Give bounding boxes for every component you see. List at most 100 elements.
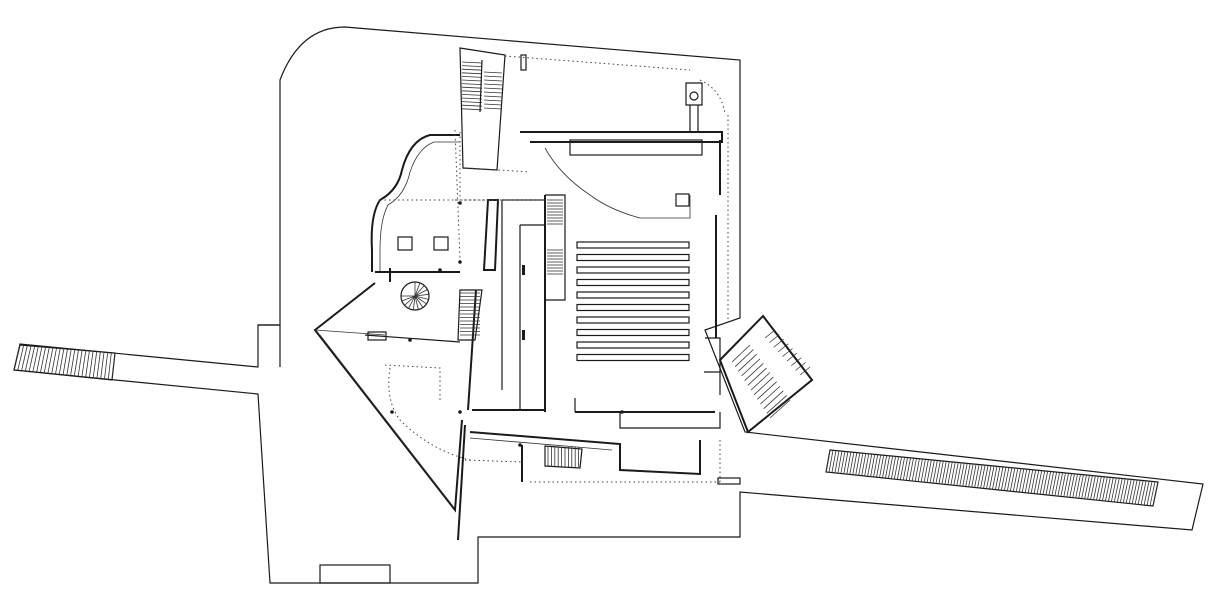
hatch-line <box>1140 480 1147 505</box>
hatch-line <box>744 363 764 381</box>
pew <box>576 316 690 324</box>
hatch-line <box>1087 475 1093 500</box>
column-dots <box>390 201 624 447</box>
hatch-line <box>870 454 876 477</box>
hatch-line <box>747 367 767 386</box>
hatch-line <box>846 451 852 475</box>
hatch-line <box>404 295 416 306</box>
north-marker <box>520 54 527 71</box>
hatch-line <box>412 295 416 310</box>
hatch-line <box>769 334 780 343</box>
hatch-line <box>461 97 483 100</box>
east-stair-treads <box>731 329 811 419</box>
hatch-line <box>962 463 968 487</box>
hatch-line <box>1099 476 1105 501</box>
hatch-line <box>1119 478 1126 503</box>
hatch-line <box>861 453 867 476</box>
hall-east-wall <box>715 140 721 338</box>
hatch-line <box>731 344 751 363</box>
hatch-line <box>1131 479 1138 504</box>
hatch-line <box>17 345 25 371</box>
hatch-line <box>959 463 965 486</box>
hatch-line <box>479 59 483 113</box>
hatch-line <box>24 345 32 372</box>
hatch-line <box>13 344 21 371</box>
hatch-line <box>938 460 944 484</box>
hatch-line <box>950 462 956 486</box>
hatch-line <box>1084 475 1090 499</box>
column-dot <box>620 410 624 414</box>
hatch-line <box>1018 468 1025 493</box>
hatch-line <box>888 456 894 479</box>
hatch-line <box>885 455 891 479</box>
hatch-line <box>891 456 896 479</box>
hatch-line <box>899 457 905 480</box>
hatch-line <box>932 460 938 484</box>
hatch-line <box>992 466 998 490</box>
north-stair-treads <box>461 59 503 113</box>
west-wing-edge <box>457 424 466 541</box>
hatch-line <box>753 376 774 395</box>
hatch-line <box>944 461 950 485</box>
south-stair-outline <box>544 445 583 469</box>
hatch-line <box>876 454 882 478</box>
site-notch <box>258 324 281 367</box>
hatch-line <box>1000 467 1007 491</box>
hatch-line <box>483 103 503 106</box>
hatch-line <box>873 454 879 478</box>
pew <box>576 253 690 262</box>
hatch-line <box>461 83 483 85</box>
hatch-line <box>929 460 935 483</box>
hatch-line <box>461 72 483 75</box>
pew <box>576 341 690 349</box>
dotted-outline-east <box>530 115 729 483</box>
hatch-line <box>855 452 861 476</box>
hatch-line <box>893 456 899 480</box>
dotted-outline-north <box>455 55 691 201</box>
hatch-line <box>483 95 503 98</box>
hatch-line <box>1134 480 1141 505</box>
hatch-line <box>760 385 781 405</box>
hatch-line <box>1057 472 1063 497</box>
hatch-line <box>905 457 911 481</box>
ne-dotted-curve <box>699 79 726 116</box>
hatch-line <box>757 381 777 400</box>
hatch-line <box>956 462 962 486</box>
hatch-line <box>1149 481 1156 506</box>
hatch-line <box>1069 473 1075 498</box>
ne-tower-stem <box>689 105 699 132</box>
north-stair-outline <box>459 47 506 171</box>
south-hall-link <box>574 398 721 429</box>
hatch-line <box>483 71 503 74</box>
hatch-line <box>902 457 908 481</box>
hatch-line <box>414 295 429 300</box>
column-dot <box>390 410 394 414</box>
pew <box>576 241 690 249</box>
hatch-line <box>738 353 757 372</box>
hatch-line <box>1012 468 1019 492</box>
hatch-line <box>750 372 771 391</box>
west-ramp-outline <box>13 344 116 381</box>
hatch-line <box>1116 478 1123 503</box>
east-ramp <box>825 449 1159 507</box>
column-dot <box>518 443 522 447</box>
hatch-line <box>414 289 428 297</box>
hatch-line <box>100 352 105 379</box>
hatch-line <box>1090 475 1096 500</box>
hatch-line <box>837 451 843 474</box>
hatch-line <box>1096 476 1102 501</box>
pew <box>576 291 690 299</box>
hatch-line <box>66 349 72 376</box>
hatch-line <box>1146 481 1153 506</box>
hatch-line <box>843 451 849 474</box>
hatch-line <box>62 348 68 376</box>
central-partition <box>482 199 500 271</box>
dotted-outline-south <box>384 364 523 463</box>
hatch-line <box>1143 481 1150 506</box>
foyer-curved-wall-inner <box>379 141 460 272</box>
hatch-line <box>914 458 920 482</box>
hatch-line <box>923 459 929 483</box>
hatch-line <box>980 465 986 489</box>
hatch-line <box>92 351 98 379</box>
hatch-line <box>795 362 806 371</box>
